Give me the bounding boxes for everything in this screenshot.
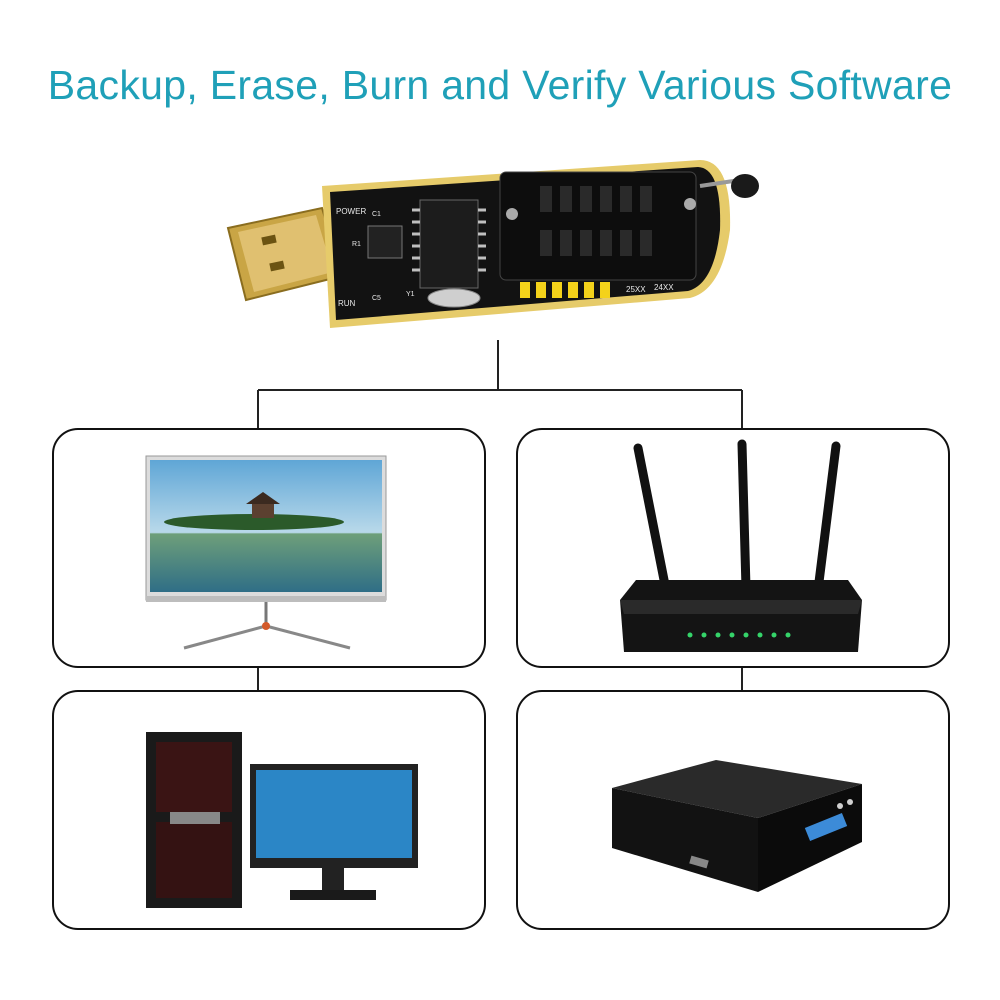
router-icon	[620, 439, 862, 652]
y1-label: Y1	[406, 291, 415, 298]
socket-24xx-label: 24XX	[654, 283, 674, 292]
monitor-icon	[145, 455, 387, 650]
device-panel-set-top-box	[516, 690, 950, 930]
power-label: POWER	[336, 207, 366, 216]
page-title: Backup, Erase, Burn and Verify Various S…	[47, 62, 953, 108]
socket-25xx-label: 25XX	[626, 285, 646, 294]
device-panel-monitor	[52, 428, 486, 668]
desktop-computer-icon	[146, 732, 418, 908]
run-label: RUN	[338, 299, 356, 308]
r1-label: R1	[352, 241, 361, 248]
c5-label: C5	[372, 295, 381, 302]
device-panel-desktop	[52, 690, 486, 930]
device-panel-router	[516, 428, 950, 668]
c1-label: C1	[372, 211, 381, 218]
set-top-box-icon	[612, 760, 862, 892]
